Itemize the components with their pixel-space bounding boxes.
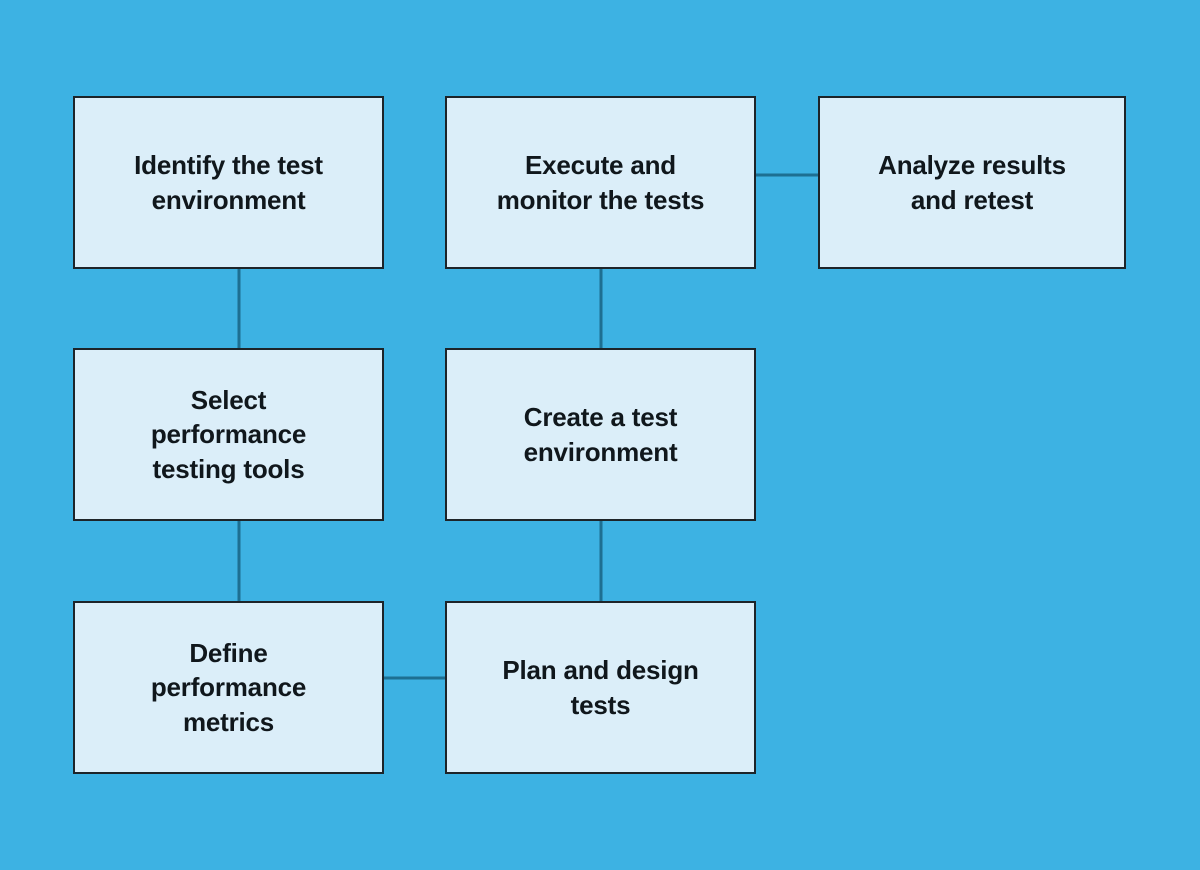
node-label: Plan and design tests [502,654,699,720]
node-label: Analyze results and retest [878,149,1066,215]
node-create-test-environment[interactable]: Create a test environment [445,348,756,521]
node-execute-monitor-tests[interactable]: Execute and monitor the tests [445,96,756,269]
node-select-performance-testing-tools[interactable]: Select performance testing tools [73,348,384,521]
node-label: Identify the test environment [134,149,323,215]
node-label: Execute and monitor the tests [496,149,705,215]
node-label: Define performance metrics [150,637,307,737]
node-plan-and-design-tests[interactable]: Plan and design tests [445,601,756,774]
node-label: Select performance testing tools [150,384,307,484]
node-label: Create a test environment [523,401,678,467]
node-identify-test-environment[interactable]: Identify the test environment [73,96,384,269]
node-define-performance-metrics[interactable]: Define performance metrics [73,601,384,774]
node-analyze-results-retest[interactable]: Analyze results and retest [818,96,1126,269]
